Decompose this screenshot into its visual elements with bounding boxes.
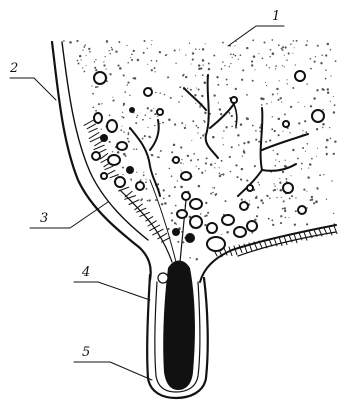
- cell: [94, 72, 106, 84]
- cell: [185, 233, 195, 243]
- cell: [190, 216, 202, 228]
- cell: [240, 202, 248, 210]
- cell: [247, 221, 257, 231]
- cell: [181, 172, 191, 180]
- cell: [177, 210, 187, 218]
- cell: [312, 110, 324, 122]
- duct-line: [120, 190, 172, 262]
- label-2: 2: [9, 61, 18, 76]
- cell: [115, 177, 125, 187]
- cell: [100, 134, 108, 142]
- cell: [295, 71, 305, 81]
- cell: [283, 121, 289, 127]
- cell: [92, 152, 100, 160]
- cell: [136, 182, 144, 190]
- fringe-right: [214, 226, 337, 257]
- cell: [101, 173, 107, 179]
- cell: [144, 88, 152, 96]
- leader-line-2: [10, 78, 56, 100]
- cell: [108, 155, 120, 165]
- cell: [117, 142, 127, 150]
- leader-line-4: [74, 282, 150, 300]
- cell: [207, 237, 225, 251]
- cell: [172, 228, 180, 236]
- label-1: 1: [272, 9, 280, 24]
- cell: [207, 223, 217, 233]
- label-4: 4: [81, 265, 90, 280]
- cell: [129, 107, 135, 113]
- cell: [157, 109, 163, 115]
- cell: [94, 113, 102, 123]
- cell: [173, 157, 179, 163]
- cell: [126, 166, 134, 174]
- cell: [231, 97, 237, 103]
- cell: [247, 185, 253, 191]
- cell: [182, 192, 190, 200]
- tube-vacuole: [158, 273, 168, 283]
- branching-cell: [184, 75, 234, 158]
- label-3: 3: [40, 211, 48, 226]
- label-5: 5: [82, 345, 90, 360]
- branching-cell: [238, 108, 308, 196]
- leader-line-5: [74, 362, 152, 380]
- cell: [234, 227, 246, 237]
- cell: [107, 120, 117, 132]
- cell: [190, 199, 202, 209]
- cell: [283, 183, 293, 193]
- branching-cell: [130, 120, 160, 196]
- cell: [222, 215, 234, 225]
- leader-line-1: [228, 26, 284, 46]
- cell: [298, 206, 306, 214]
